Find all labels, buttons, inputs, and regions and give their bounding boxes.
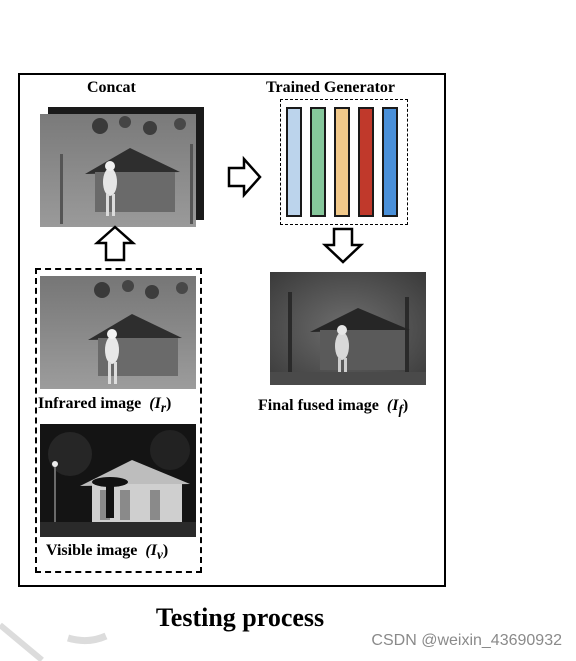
generator-layer-bar: [310, 107, 326, 217]
generator-layer-bar: [286, 107, 302, 217]
diagram-title: Testing process: [155, 603, 325, 632]
infrared-image: [40, 276, 196, 389]
arrow-down-icon: [321, 227, 365, 264]
visible-image: [40, 424, 196, 537]
arrow-up-icon: [93, 225, 137, 262]
infrared-label: Infrared image (Ir): [38, 395, 172, 416]
watermark: CSDN @weixin_43690932: [371, 632, 562, 649]
visible-label: Visible image (Iv): [46, 542, 169, 563]
generator-layer-bar: [382, 107, 398, 217]
generator-layer-bar: [358, 107, 374, 217]
arrow-right-icon: [227, 155, 262, 199]
inputs-dashed-box: [35, 268, 202, 573]
fused-label: Final fused image (If): [258, 397, 409, 418]
decorative-stroke: [0, 622, 108, 661]
generator-layer-bar: [334, 107, 350, 217]
diagram-frame: [18, 73, 446, 587]
generator-label: Trained Generator: [266, 79, 396, 96]
fused-image: [270, 272, 426, 385]
concat-label: Concat: [87, 79, 136, 96]
concat-infrared-image-front: [40, 114, 196, 227]
generator-dashed-box: [280, 99, 408, 225]
